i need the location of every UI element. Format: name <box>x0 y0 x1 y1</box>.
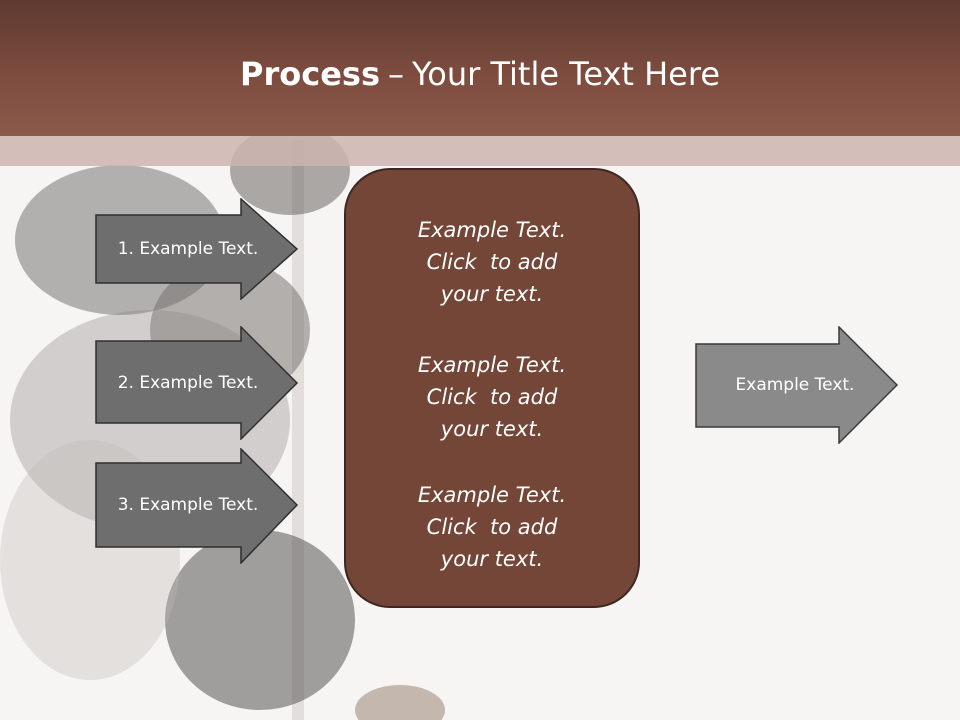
title-rest-text: Your Title Text Here <box>411 55 720 93</box>
center-text-line: Click to add <box>426 515 558 539</box>
title-bold-text: Process <box>240 55 380 93</box>
title-bar <box>0 0 960 136</box>
right-arrow-shape-icon <box>95 448 299 564</box>
title-separator: – <box>387 55 404 93</box>
result-arrow-label: Example Text. <box>735 375 855 395</box>
step-arrow-3[interactable]: 3. Example Text. <box>95 448 299 564</box>
center-text-block-3: Example Text. Click to add your text. <box>346 479 638 575</box>
right-arrow-shape-icon <box>695 326 899 444</box>
center-text-line: your text. <box>440 282 544 306</box>
step-arrow-1[interactable]: 1. Example Text. <box>95 198 299 300</box>
step-arrow-label: 2. Example Text. <box>117 373 259 393</box>
step-arrow-2[interactable]: 2. Example Text. <box>95 326 299 440</box>
center-text-line: Click to add <box>426 385 558 409</box>
center-text-line: Example Text. <box>417 218 567 242</box>
right-arrow-shape-icon <box>95 198 299 300</box>
center-text-block-2: Example Text. Click to add your text. <box>346 349 638 445</box>
center-text-line: your text. <box>440 417 544 441</box>
right-arrow-shape-icon <box>95 326 299 440</box>
step-arrow-label: 1. Example Text. <box>117 239 259 259</box>
step-arrow-label: 3. Example Text. <box>117 495 259 515</box>
title-bar-strip <box>0 136 960 166</box>
center-text-line: Example Text. <box>417 353 567 377</box>
center-text-box[interactable]: Example Text. Click to add your text. Ex… <box>344 168 640 608</box>
result-arrow[interactable]: Example Text. <box>695 326 899 444</box>
center-text-line: your text. <box>440 547 544 571</box>
center-text-block-1: Example Text. Click to add your text. <box>346 214 638 310</box>
center-text-line: Example Text. <box>417 483 567 507</box>
slide-title[interactable]: Process–Your Title Text Here <box>0 52 960 96</box>
center-text-line: Click to add <box>426 250 558 274</box>
